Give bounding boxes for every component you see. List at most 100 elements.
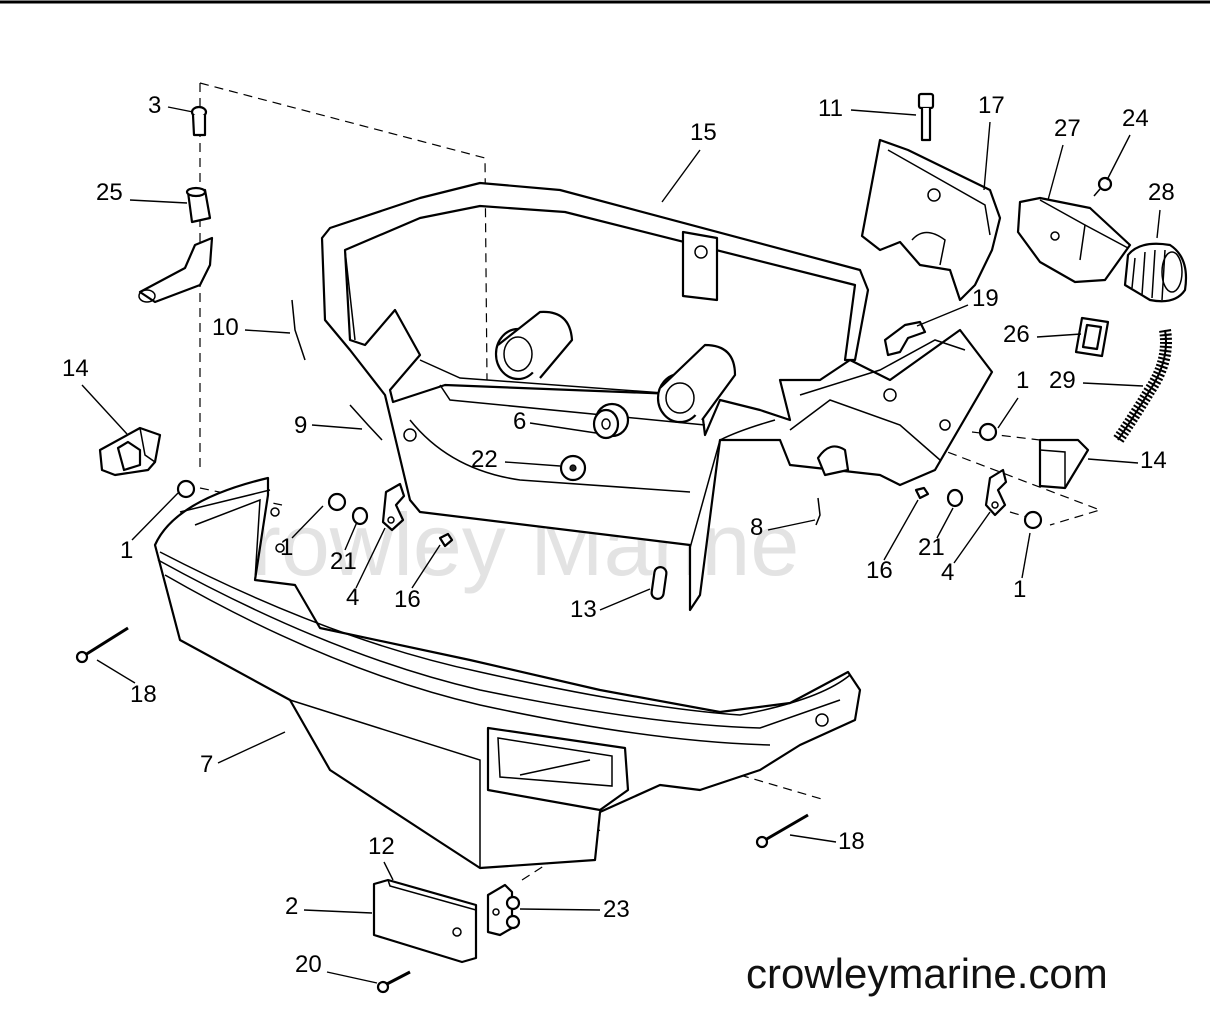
bolt-18-left (75, 626, 129, 664)
leader-line-c6 (131, 492, 179, 541)
plate-2 (372, 878, 478, 964)
leader-line-c4 (81, 384, 128, 435)
callout-label-c23: 17 (978, 92, 1005, 119)
screw-20 (376, 970, 411, 994)
callout-label-c1: 3 (148, 92, 161, 119)
callout-label-c11: 15 (690, 119, 717, 146)
leader-line-c9 (355, 527, 386, 589)
callout-label-c27: 19 (972, 285, 999, 312)
bracket-17 (860, 138, 1002, 302)
callout-label-c9: 4 (346, 584, 359, 611)
callout-label-c10: 16 (394, 586, 421, 613)
callout-label-c14: 8 (750, 514, 763, 541)
leader-line-c14 (767, 519, 816, 531)
link-13 (650, 565, 668, 601)
upper-housing-15 (320, 181, 994, 612)
latch-14-right (1038, 438, 1090, 490)
callout-label-c31: 14 (1140, 447, 1167, 474)
leader-line-c17 (217, 731, 286, 764)
leader-line-c26 (1156, 209, 1161, 239)
leader-line-c15 (599, 588, 651, 611)
leader-line-c30 (1082, 382, 1144, 387)
leader-line-c33 (936, 507, 954, 539)
bolt-18-right (755, 813, 809, 849)
leader-line-c28 (1036, 333, 1082, 338)
leader-line-c21 (326, 971, 378, 984)
callout-label-c16: 18 (130, 681, 157, 708)
clip-19 (883, 320, 927, 357)
leader-line-c5 (311, 424, 363, 430)
boot-28 (1123, 242, 1188, 303)
callout-label-c13: 22 (471, 446, 498, 473)
callout-label-c24: 27 (1054, 115, 1081, 142)
wire-8 (815, 497, 821, 526)
leader-line-c27 (916, 304, 969, 327)
leader-line-c34 (953, 511, 991, 564)
callout-label-c32: 16 (866, 557, 893, 584)
leader-line-c3 (244, 329, 291, 334)
website-url: crowleymarine.com (746, 950, 1108, 997)
hardware-left (176, 479, 454, 548)
callout-label-c2: 25 (96, 179, 123, 206)
intake-housing-27 (1016, 196, 1132, 284)
callout-label-c6: 1 (120, 537, 133, 564)
screw-24 (1093, 176, 1113, 197)
leader-line-c31 (1087, 458, 1139, 464)
callout-label-c28: 26 (1003, 321, 1030, 348)
callout-label-c4: 14 (62, 355, 89, 382)
leader-line-c29 (997, 397, 1019, 429)
leader-line-c11 (661, 149, 701, 203)
sleeve-25 (138, 186, 214, 304)
callout-label-c21: 20 (295, 951, 322, 978)
washer-22 (559, 454, 587, 482)
leader-line-c23 (983, 121, 991, 191)
leader-line-c2 (129, 199, 188, 204)
leader-line-c25 (1106, 134, 1131, 181)
callout-label-c29: 1 (1016, 367, 1029, 394)
callout-label-c18: 12 (368, 833, 395, 860)
callout-label-c25: 24 (1122, 105, 1149, 132)
bushing-3 (190, 105, 208, 137)
callout-label-c33: 21 (918, 534, 945, 561)
callout-label-c7: 1 (280, 534, 293, 561)
callout-label-c19: 2 (285, 893, 298, 920)
callout-label-c5: 9 (294, 412, 307, 439)
callout-label-c35: 1 (1013, 576, 1026, 603)
callout-label-c30: 29 (1049, 367, 1076, 394)
leader-line-c13 (504, 461, 561, 467)
latch-14-left (98, 426, 162, 477)
callout-label-c26: 28 (1148, 179, 1175, 206)
leader-line-c8 (344, 521, 358, 551)
leader-line-c12 (529, 422, 597, 434)
lower-cover-7 (153, 476, 862, 870)
block-23 (486, 883, 521, 937)
leader-line-c16 (96, 659, 136, 684)
leader-line-c1 (167, 106, 194, 113)
grommet-6 (592, 402, 630, 440)
leader-line-c24 (1047, 144, 1064, 201)
leader-line-c32 (883, 499, 919, 561)
hardware-right (914, 422, 1043, 530)
wire-10 (291, 299, 306, 361)
callout-label-c8: 21 (330, 548, 357, 575)
callout-label-c22: 11 (818, 95, 843, 122)
leader-line-c20 (519, 908, 601, 911)
hose-29 (1113, 329, 1172, 444)
callout-label-c3: 10 (212, 314, 239, 341)
callout-label-c36: 18 (838, 828, 865, 855)
callout-label-c17: 7 (200, 751, 213, 778)
leader-line-c35 (1021, 532, 1031, 579)
leader-line-c22 (850, 109, 917, 116)
gasket-26 (1074, 316, 1110, 358)
callout-label-c34: 4 (941, 559, 954, 586)
callout-label-c12: 6 (513, 408, 526, 435)
leader-line-c10 (411, 544, 441, 589)
bolt-11 (917, 92, 935, 142)
leader-line-c36 (789, 834, 837, 843)
leader-line-c18 (383, 861, 394, 881)
leader-line-c19 (303, 909, 373, 914)
callout-label-c20: 23 (603, 896, 630, 923)
wire-9 (349, 404, 383, 441)
